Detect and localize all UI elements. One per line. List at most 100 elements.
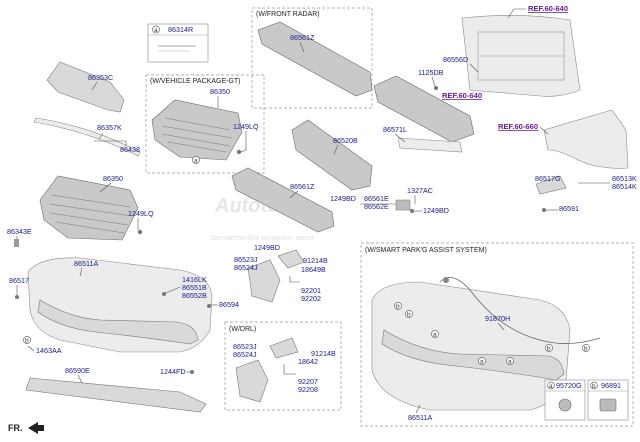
part-86561Z-lower[interactable]: 86561Z	[290, 182, 315, 191]
radar-cover-upper	[257, 21, 373, 97]
circle-a-spas-3: a	[508, 358, 512, 365]
vehicle-package-box-title: (W/VEHICLE PACKAGE-GT)	[150, 78, 241, 85]
part-91870H[interactable]: 91870H	[485, 314, 510, 323]
circle-b-spas-1: b	[396, 303, 400, 310]
part-86517G[interactable]: 86517G	[535, 174, 561, 183]
lower-beam-bracket	[397, 137, 463, 153]
part-1249BD-c[interactable]: 1249BD	[254, 243, 280, 252]
drl-box-title: (W/DRL)	[229, 326, 256, 333]
part-86350-gt[interactable]: 86350	[210, 87, 230, 96]
part-92201[interactable]: 92201	[301, 286, 321, 295]
part-92202[interactable]: 92202	[301, 294, 321, 303]
circle-a-86314R: a	[154, 27, 158, 34]
circle-a-gt: a	[194, 157, 198, 164]
front-label: FR.	[8, 423, 23, 433]
fog-lamp-unit	[277, 249, 305, 269]
spas-box	[360, 242, 634, 427]
grille-upper-trim	[46, 61, 125, 113]
part-86517[interactable]: 86517	[9, 276, 29, 285]
part-91214B-b[interactable]: 91214B	[311, 349, 336, 358]
circle-b-bumper: b	[25, 337, 29, 344]
part-86561Z-radar[interactable]: 86561Z	[290, 33, 315, 42]
drl-box	[224, 321, 342, 411]
part-86591[interactable]: 86591	[559, 204, 579, 213]
circle-a-spas-1: a	[433, 331, 437, 338]
part-86520B[interactable]: 86520B	[333, 136, 358, 145]
front-radar-box-title: (W/FRONT RADAR)	[256, 11, 320, 18]
part-86524J-b[interactable]: 86524J	[233, 350, 257, 359]
circle-b-legend: b	[592, 383, 596, 390]
side-bracket-left	[247, 259, 281, 303]
watermark-tagline: Запчасти для японских авто	[210, 233, 314, 242]
part-1244FD[interactable]: 1244FD	[160, 367, 186, 376]
part-86590E[interactable]: 86590E	[65, 366, 90, 375]
center-absorber	[291, 119, 373, 191]
vehicle-package-box	[145, 74, 265, 174]
front-arrow-icon	[28, 422, 44, 434]
grille-main	[39, 175, 139, 241]
part-86556D[interactable]: 86556D	[443, 55, 468, 64]
drl-lamp-unit	[269, 337, 299, 359]
part-86523J-b[interactable]: 86523J	[233, 342, 257, 351]
part-86552B[interactable]: 86552B	[182, 291, 207, 300]
part-1125DB[interactable]: 1125DB	[418, 68, 444, 77]
part-86314R[interactable]: 86314R	[168, 25, 193, 34]
part-1463AA[interactable]: 1463AA	[36, 346, 62, 355]
part-18649B[interactable]: 18649B	[301, 265, 326, 274]
part-1249BD-a[interactable]: 1249BD	[330, 194, 356, 203]
part-86511A-spas[interactable]: 86511A	[408, 413, 432, 422]
part-1416LK[interactable]: 1416LK	[182, 275, 207, 284]
part-1249LQ-gt[interactable]: 1249LQ	[233, 122, 259, 131]
circle-b-spas-3: b	[547, 345, 551, 352]
ref-60-640-b[interactable]: REF.60-640	[442, 91, 482, 100]
front-direction-indicator: FR.	[8, 422, 44, 434]
front-radar-box	[251, 7, 373, 109]
lower-lip-strip	[25, 377, 207, 413]
side-bracket-right	[535, 175, 567, 195]
bumper-beam	[373, 75, 475, 143]
part-86353C[interactable]: 86353C	[88, 73, 113, 82]
circle-a-legend: a	[549, 383, 553, 390]
part-96891[interactable]: 96891	[601, 381, 621, 390]
spas-box-title: (W/SMART PARK'G ASSIST SYSTEM)	[365, 247, 487, 254]
ref-60-660[interactable]: REF.60-660	[498, 122, 538, 131]
part-1327AC[interactable]: 1327AC	[407, 186, 433, 195]
part-18642[interactable]: 18642	[298, 357, 318, 366]
front-fender	[543, 109, 629, 169]
part-86551B[interactable]: 86551B	[182, 283, 207, 292]
radar-cover-lower	[231, 167, 335, 233]
part-1249LQ-main[interactable]: 1249LQ	[128, 209, 154, 218]
part-86561E[interactable]: 86561E	[364, 194, 389, 203]
part-86594[interactable]: 86594	[219, 300, 239, 309]
part-86513K[interactable]: 86513K	[612, 174, 637, 183]
part-86514K[interactable]: 86514K	[612, 182, 637, 191]
part-86524J-a[interactable]: 86524J	[234, 263, 258, 272]
molding-strip	[33, 117, 141, 157]
legend-96891: b 96891	[587, 379, 629, 421]
label-86314R-box: a 86314R	[147, 23, 209, 63]
sensor-wiring-harness	[439, 277, 601, 344]
part-1249BD-b[interactable]: 1249BD	[423, 206, 449, 215]
part-86357K[interactable]: 86357K	[97, 123, 122, 132]
grille-gt	[151, 99, 243, 161]
part-86343E[interactable]: 86343E	[7, 227, 32, 236]
part-91214B-a[interactable]: 91214B	[303, 256, 328, 265]
part-86350-main[interactable]: 86350	[103, 174, 123, 183]
part-86523J-a[interactable]: 86523J	[234, 255, 258, 264]
part-92208[interactable]: 92208	[298, 385, 318, 394]
circle-b-spas-4: b	[584, 345, 588, 352]
part-86438[interactable]: 86438	[120, 145, 140, 154]
bumper-lower-section	[37, 299, 199, 345]
ref-60-640-a[interactable]: REF.60-640	[528, 4, 568, 13]
part-92207[interactable]: 92207	[298, 377, 318, 386]
part-86571L[interactable]: 86571L	[383, 125, 407, 134]
circle-a-spas-2: a	[480, 358, 484, 365]
circle-b-spas-2: b	[407, 311, 411, 318]
part-86511A[interactable]: 86511A	[74, 259, 98, 268]
part-95720G[interactable]: 95720G	[556, 381, 582, 390]
part-86562E[interactable]: 86562E	[364, 202, 389, 211]
legend-95720G: a 95720G	[544, 379, 586, 421]
drl-bracket	[235, 359, 269, 403]
